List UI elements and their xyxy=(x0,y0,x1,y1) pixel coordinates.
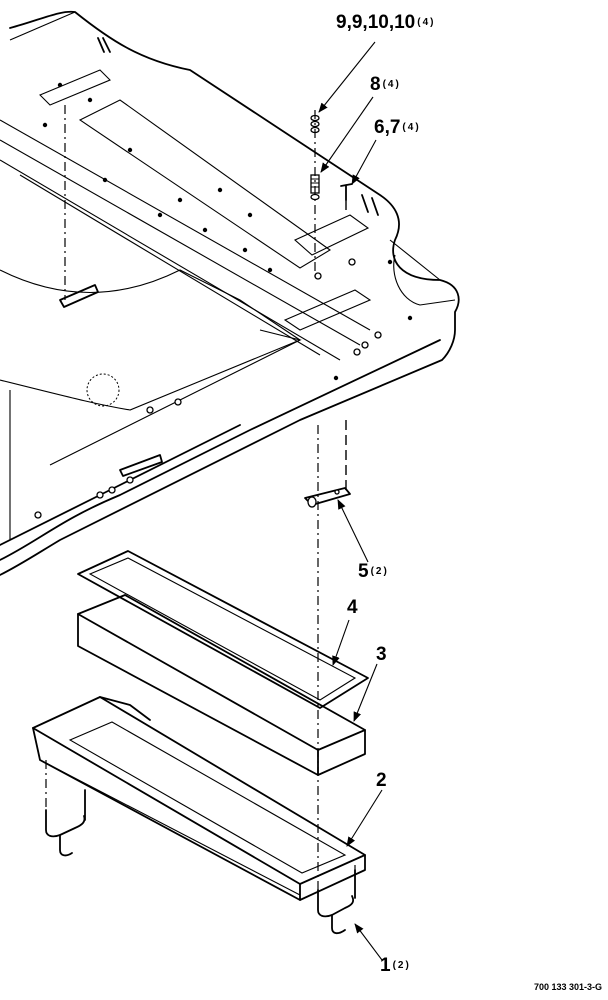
callout-number: 2 xyxy=(376,770,387,791)
callout-qty: (4) xyxy=(417,17,436,28)
bracket-item-5 xyxy=(304,487,351,508)
leader-arrows xyxy=(318,41,383,961)
callout-9-9-10-10: 9,9,10,10(4) xyxy=(336,12,435,34)
hooks-item-1 xyxy=(45,789,356,935)
assembly-centerlines xyxy=(45,105,356,890)
callout-qty: (2) xyxy=(392,960,411,971)
callout-2: 2 xyxy=(376,770,387,792)
filter-item-3 xyxy=(77,594,366,776)
callout-number: 8 xyxy=(370,74,381,95)
callout-number: 1 xyxy=(380,955,391,976)
callout-8: 8(4) xyxy=(370,74,401,96)
callout-qty: (4) xyxy=(402,122,421,133)
callout-6-7: 6,7(4) xyxy=(374,117,421,139)
machine-frame xyxy=(0,10,460,576)
tray-item-2 xyxy=(32,696,366,901)
callout-qty: (4) xyxy=(382,79,401,90)
callout-number: 4 xyxy=(347,597,358,618)
callout-number: 5 xyxy=(358,561,369,582)
callout-1: 1(2) xyxy=(380,955,411,977)
callout-4: 4 xyxy=(347,597,358,619)
callout-3: 3 xyxy=(376,644,387,666)
figure-number: 700 133 301-3-G xyxy=(533,982,602,992)
callout-number: 6,7 xyxy=(374,117,401,138)
callout-number: 3 xyxy=(376,644,387,665)
callout-qty: (2) xyxy=(370,566,389,577)
frame-item-4 xyxy=(77,550,369,709)
callout-number: 9,9,10,10 xyxy=(336,12,416,33)
callout-5: 5(2) xyxy=(358,561,389,583)
